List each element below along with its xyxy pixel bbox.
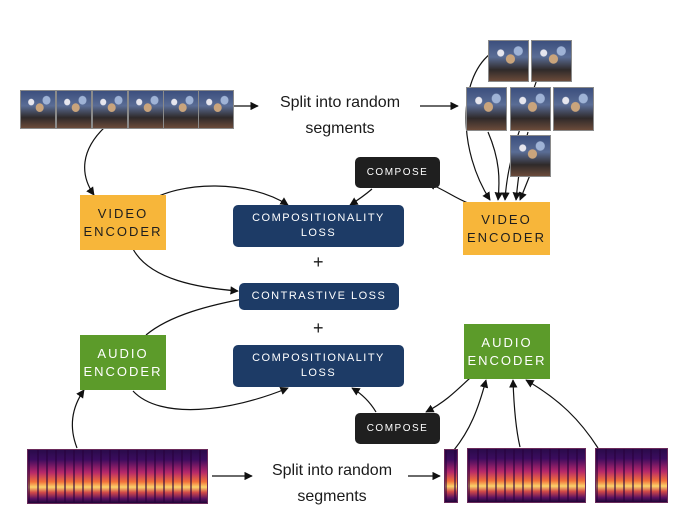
top-split-caption-line2: segments [305,120,375,137]
audio-segment-spectrogram [595,448,668,503]
video-encoder-right-line1: VIDEO [481,211,532,227]
audio-encoder-left-line1: AUDIO [97,345,149,361]
video-encoder-left: VIDEO ENCODER [80,195,166,250]
contrastive-loss-label: CONTRASTIVE LOSS [251,290,387,303]
compose-bottom: COMPOSE [355,413,440,444]
arrow-audio-encoder-to-comp-loss-bottom [132,387,289,411]
contrastive-loss: CONTRASTIVE LOSS [239,283,399,310]
audio-spectrogram [27,449,208,504]
arrow-segment5-to-video-encoder [518,174,531,201]
video-frame-thumbnail [163,90,199,129]
compositionality-loss-top-line2: LOSS [300,227,337,239]
video-frame-thumbnail [92,90,128,129]
arrow-frames-to-video-encoder [84,125,107,196]
video-frame-thumbnail [20,90,56,129]
arrow-video-encoder-to-comp-loss-top [145,185,289,206]
arrow-compose-to-comp-loss-bottom [351,387,377,413]
arrow-segment3-to-video-encoder [487,131,503,201]
compositionality-loss-bottom-line1: COMPOSITIONALITY [252,352,385,365]
audio-segment-spectrogram [444,449,458,503]
video-encoder-left-line1: VIDEO [97,205,149,221]
compose-bottom-label: COMPOSE [366,422,429,434]
video-frame-thumbnail [198,90,234,129]
video-segment-frame [553,87,594,131]
audio-segment-spectrogram [467,448,586,503]
compositionality-loss-top: COMPOSITIONALITY LOSS [233,205,404,247]
compose-top: COMPOSE [355,157,440,188]
arrow-compose-to-comp-loss-top [349,188,373,206]
video-segment-frame [466,87,507,131]
arrow-audio-seg1-to-audio-encoder [453,379,489,451]
video-frame-thumbnail [128,90,164,129]
compose-top-label: COMPOSE [366,166,429,178]
bottom-split-caption-line2: segments [297,488,367,505]
video-encoder-right-line2: ENCODER [466,229,546,245]
compositionality-loss-bottom-line2: LOSS [300,367,337,379]
video-encoder-left-line2: ENCODER [83,223,163,239]
audio-encoder-left: AUDIO ENCODER [80,335,166,390]
bottom-split-caption: Split into random segments [252,458,412,510]
video-encoder-right: VIDEO ENCODER [463,202,550,255]
arrow-audio-seg2-to-audio-encoder [509,379,521,448]
compositionality-loss-top-line1: COMPOSITIONALITY [252,212,385,225]
audio-encoder-right-line2: ENCODER [467,352,547,368]
video-segment-frame [488,40,529,82]
plus-sign-top: + [313,252,324,272]
audio-encoder-left-line2: ENCODER [83,363,163,379]
arrow-audio-seg3-to-audio-encoder [525,379,599,449]
arrow-audio-encoder-to-contrastive [145,295,249,336]
compositionality-loss-bottom: COMPOSITIONALITY LOSS [233,345,404,387]
arrow-spectrogram-to-audio-encoder [71,389,85,449]
top-split-caption: Split into random segments [262,90,418,142]
audio-encoder-right: AUDIO ENCODER [464,324,550,379]
plus-sign-bottom: + [313,318,324,338]
bottom-split-caption-line1: Split into random [271,462,393,479]
video-segment-frame [510,87,551,131]
arrow-video-encoder-to-contrastive [132,248,239,295]
arrow-audio-encoder-to-compose [425,377,471,413]
video-segment-frame [510,135,551,177]
audio-encoder-right-line1: AUDIO [481,334,533,350]
video-segment-frame [531,40,572,82]
top-split-caption-line1: Split into random [279,94,401,111]
video-frame-thumbnail [56,90,92,129]
